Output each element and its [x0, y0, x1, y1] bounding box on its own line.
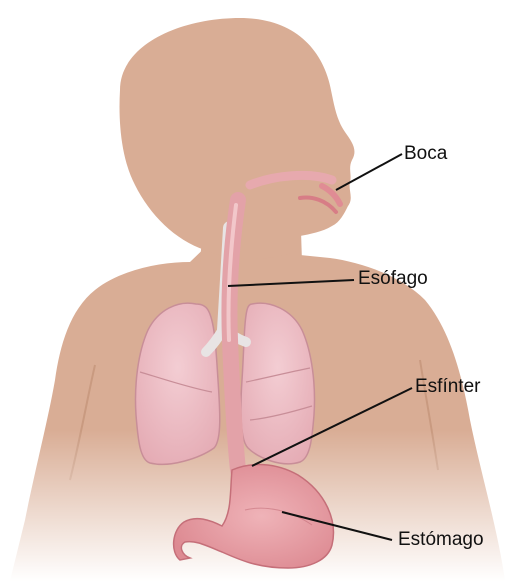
label-stomach: Estómago	[398, 529, 484, 551]
label-mouth: Boca	[404, 143, 447, 165]
label-esophagus: Esófago	[358, 268, 428, 290]
label-sphincter: Esfínter	[415, 376, 480, 398]
